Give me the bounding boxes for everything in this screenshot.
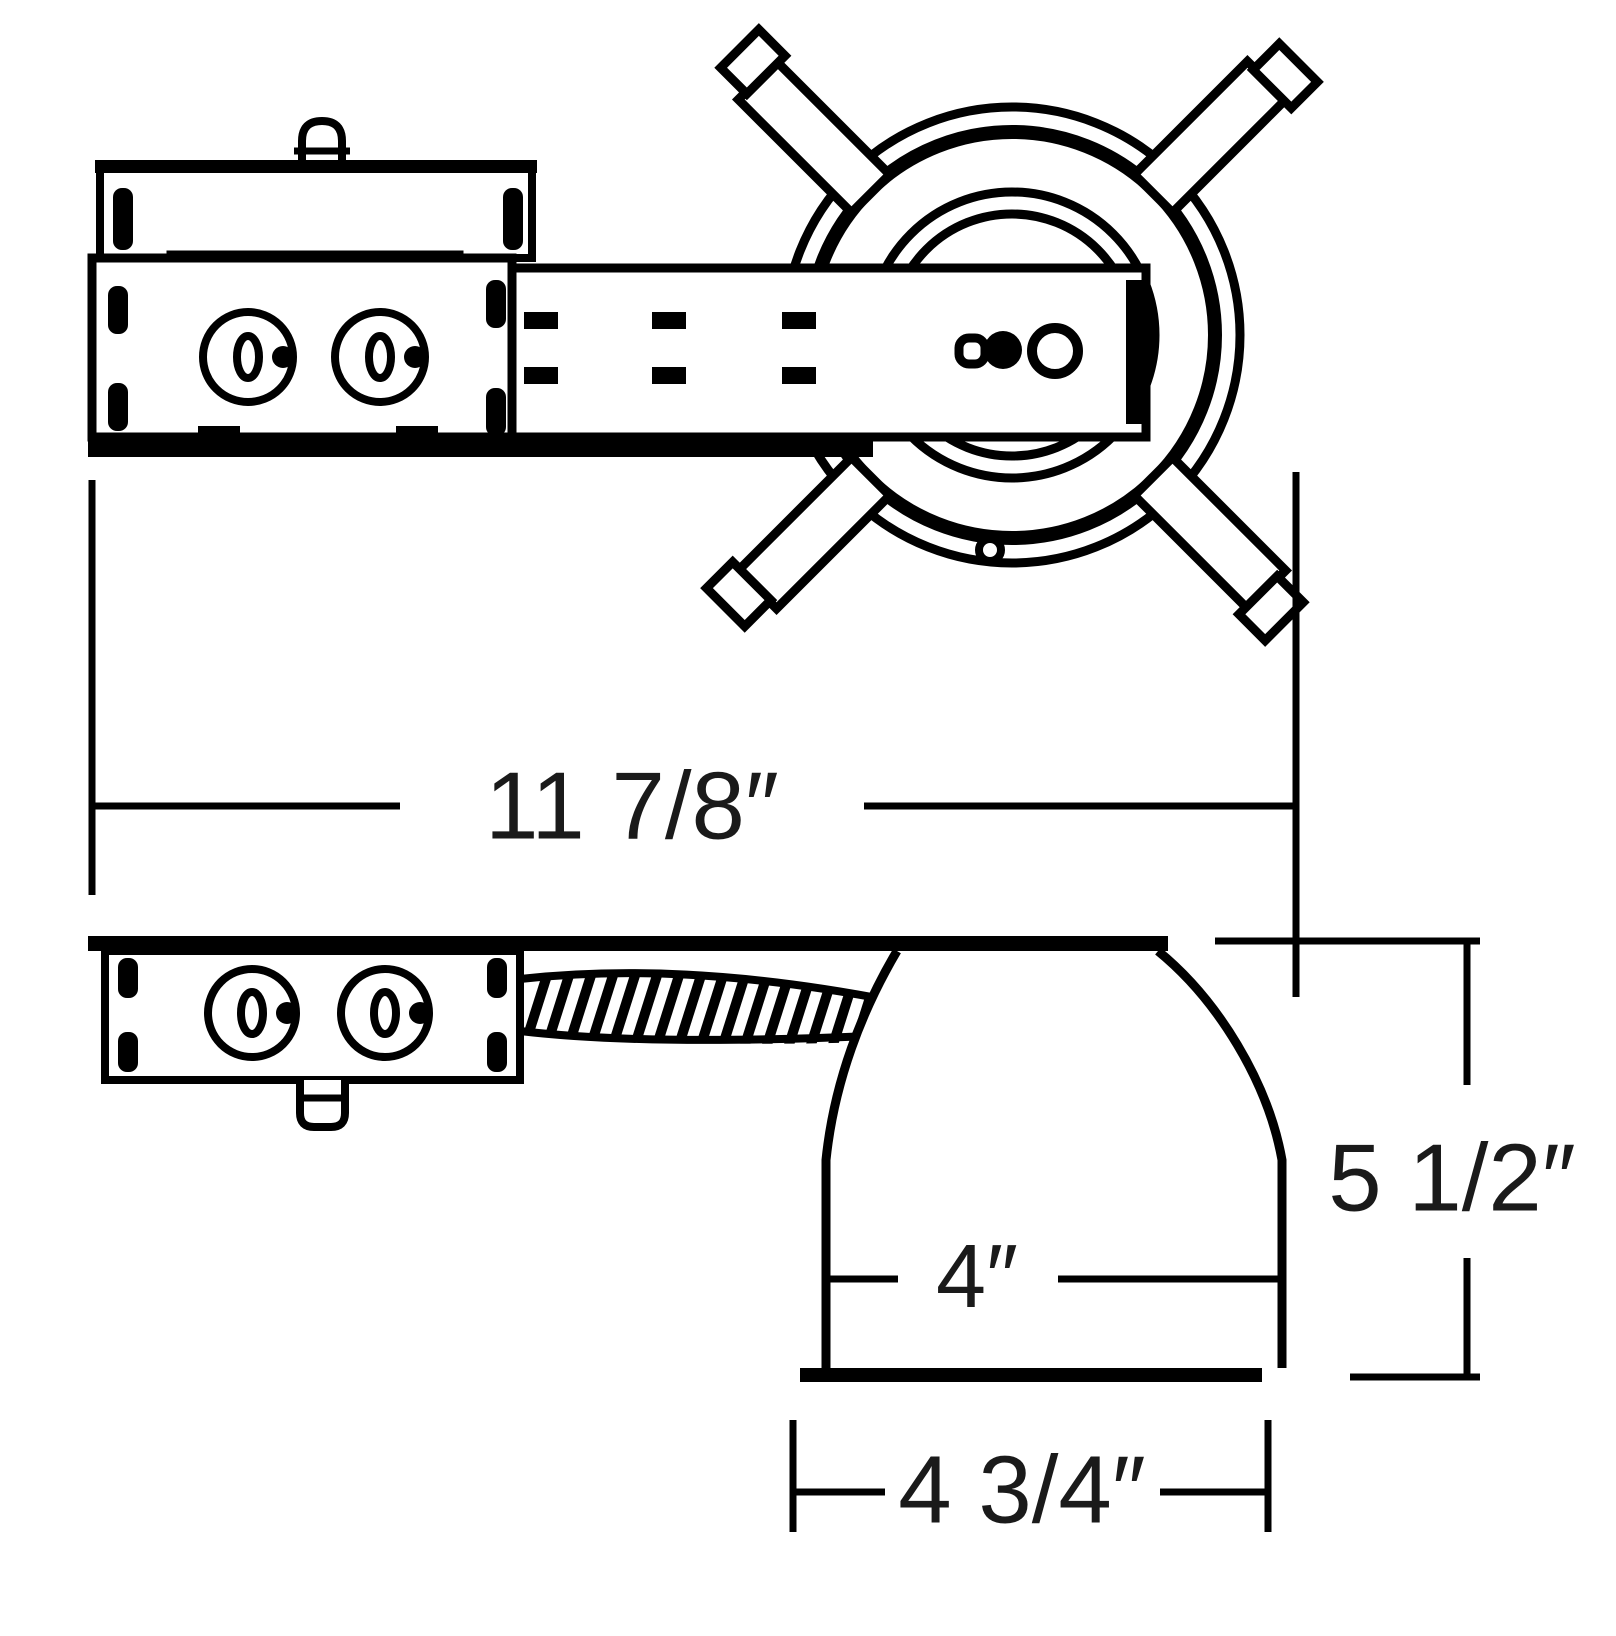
- nail-bracket-upper-right-icon: [1127, 37, 1324, 220]
- can-left-edge: [821, 948, 901, 1368]
- can-body-fill: [826, 951, 1282, 1368]
- rail-end-cap: [1126, 280, 1142, 424]
- can-housing: [800, 947, 1287, 1382]
- conduit-top-edge: [519, 969, 894, 1005]
- lock-knob-icon: [984, 331, 1022, 369]
- knockout-slot: [365, 332, 395, 382]
- box-slot: [486, 280, 506, 328]
- overall-length-label: 11 7/8″: [485, 753, 779, 860]
- frame-bottom-bar: [88, 437, 873, 457]
- mounting-rail: [507, 263, 1151, 442]
- spring-tab: [975, 535, 1005, 565]
- top-view: 11 7/8″: [87, 23, 1324, 997]
- box-slot: [487, 958, 507, 998]
- lid-slot-left: [113, 188, 133, 250]
- knockout-slot: [237, 988, 267, 1038]
- screw-hole-icon: [1027, 323, 1083, 379]
- nail-bracket-upper-left-icon: [714, 23, 897, 220]
- conduit-bottom-edge: [519, 1027, 871, 1044]
- junction-box-side: [101, 947, 524, 1131]
- adjustment-stem-icon: [954, 333, 990, 369]
- dimension-overall-length: [88, 472, 1300, 997]
- nail-bracket-lower-right-icon: [1127, 450, 1310, 647]
- cable-clamp-top-icon: [298, 116, 346, 165]
- lid-slot-right: [503, 188, 523, 250]
- nail-bracket-lower-left-icon: [700, 450, 897, 633]
- cable-clamp-bottom-icon: [296, 1080, 349, 1131]
- box-slot: [108, 286, 128, 334]
- aperture-diameter-label: 4″: [936, 1227, 1018, 1327]
- junction-box-plan: [87, 116, 873, 457]
- box-slot: [486, 388, 506, 436]
- junction-box-body-plan: [87, 253, 517, 442]
- knockout-tab: [404, 346, 426, 368]
- knockout-tab: [272, 346, 294, 368]
- box-slot: [487, 1032, 507, 1072]
- box-slot: [118, 958, 138, 998]
- junction-box-lid: [96, 161, 536, 262]
- dimension-housing-height: [1215, 937, 1480, 1381]
- flexible-conduit: [519, 969, 894, 1044]
- housing-height-label: 5 1/2″: [1328, 1125, 1576, 1232]
- rail-slots: [524, 312, 816, 384]
- frame-tab: [198, 426, 240, 438]
- knockout-slot: [233, 332, 263, 382]
- knockout-tab: [409, 1002, 431, 1024]
- lid-top-edge: [95, 160, 537, 173]
- flange-diameter-label: 4 3/4″: [898, 1437, 1146, 1544]
- dimension-flange: [789, 1420, 1272, 1532]
- box-slot: [118, 1032, 138, 1072]
- junction-box-body-side: [101, 947, 524, 1084]
- trim-flange: [800, 1368, 1262, 1382]
- nail-brackets: [700, 23, 1324, 647]
- knockout-slot: [370, 988, 400, 1038]
- knockout-tab: [276, 1002, 298, 1024]
- can-right-edge: [1155, 947, 1287, 1368]
- box-slot: [108, 383, 128, 431]
- frame-tab: [396, 426, 438, 438]
- side-view: 5 1/2″ 4″ 4 3/4″: [88, 936, 1576, 1544]
